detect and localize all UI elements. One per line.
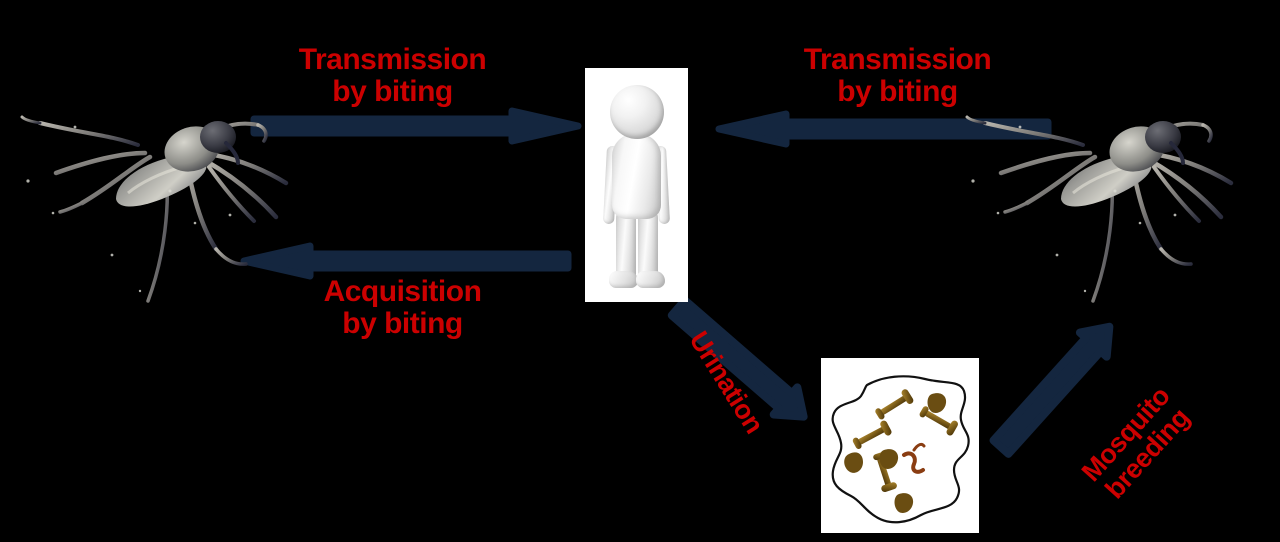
human-right-foot xyxy=(636,271,665,288)
mosquito-right-image xyxy=(965,95,1255,310)
arrow-transmission-right xyxy=(714,110,1052,148)
arrow-acquisition xyxy=(240,242,572,280)
label-transmission-right: Transmission by biting xyxy=(803,43,992,109)
human-left-foot xyxy=(609,271,638,288)
human-torso xyxy=(612,134,661,219)
label-transmission-left: Transmission by biting xyxy=(298,43,487,109)
label-acquisition: Acquisition by biting xyxy=(323,275,482,341)
arrow-mosquito-breeding xyxy=(989,300,1142,458)
human-figure-image xyxy=(585,68,688,302)
arrow-transmission-left xyxy=(250,107,582,145)
mosquito-left-image xyxy=(20,95,310,310)
human-right-leg xyxy=(638,208,658,280)
arrow-urination xyxy=(667,296,835,438)
water-pool-image xyxy=(821,358,979,533)
human-left-leg xyxy=(616,208,636,280)
human-head xyxy=(609,85,664,139)
